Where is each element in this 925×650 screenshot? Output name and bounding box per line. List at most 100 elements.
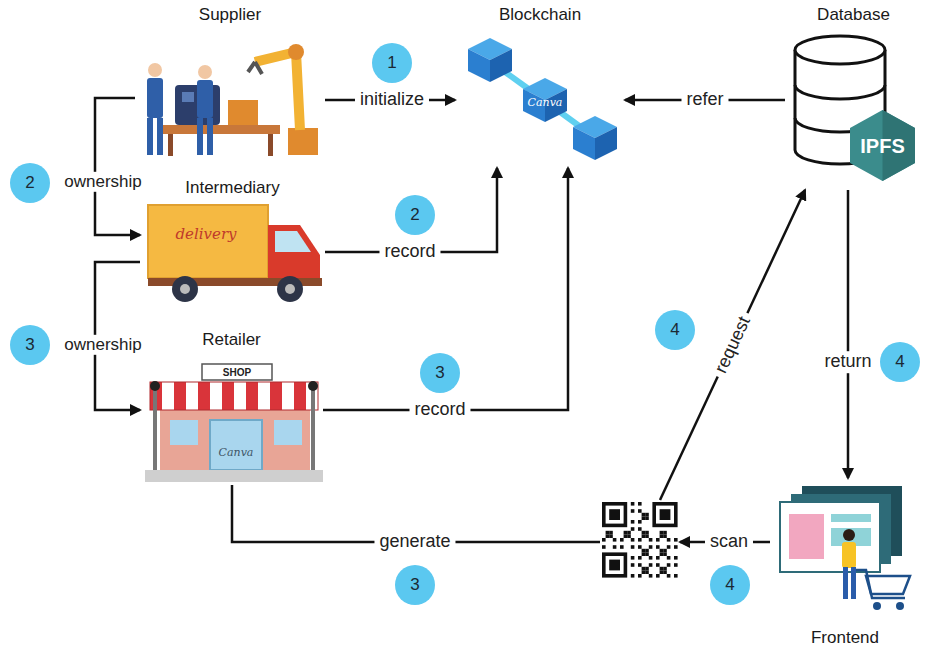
factory-illustration-part (157, 118, 163, 155)
frontend-illustration-part (780, 502, 880, 572)
qr-module (663, 567, 667, 571)
shop-illustration (145, 364, 323, 482)
qr-module (631, 509, 635, 513)
callout-number: 3 (420, 353, 460, 393)
qr-module (631, 538, 635, 542)
qr-module (631, 520, 635, 524)
qr-module (645, 513, 649, 517)
qr-module (638, 563, 642, 567)
factory-illustration-part (207, 118, 213, 155)
factory-illustration-part (160, 125, 280, 134)
factory-illustration-part (148, 63, 162, 77)
qr-module (638, 520, 642, 524)
edge-label: record (409, 399, 470, 421)
factory-illustration (147, 44, 318, 156)
watermark: Canva (528, 96, 563, 109)
qr-module (631, 574, 635, 578)
connector-arrow (325, 168, 497, 252)
callout-number: 2 (395, 195, 435, 235)
callout-number: 3 (395, 565, 435, 605)
connector-arrow (95, 98, 140, 235)
qr-module (642, 570, 646, 574)
qr-module (674, 574, 678, 578)
frontend-illustration-part (851, 567, 856, 599)
edge-label: generate (374, 531, 455, 553)
edge-label: ownership (59, 335, 147, 355)
qr-module (674, 545, 678, 549)
qr-module (674, 563, 678, 567)
supplier-node: Supplier (135, 5, 325, 160)
qr-module (660, 531, 664, 535)
frontend-illustration-part (873, 602, 881, 610)
qr-module (652, 502, 677, 527)
qr-module (602, 538, 606, 542)
shop-illustration-part (202, 364, 272, 380)
qr-module (663, 549, 667, 553)
qr-module (645, 570, 649, 574)
qr-module (638, 574, 642, 578)
callout-number: 3 (10, 325, 50, 365)
qr-module (609, 534, 613, 538)
qr-module (645, 531, 649, 535)
shop-illustration-part (274, 420, 302, 445)
qr-module (602, 545, 606, 549)
shop-illustration-part (153, 388, 157, 470)
truck-illustration (148, 205, 322, 302)
factory-illustration-part (288, 44, 304, 60)
blockchain-node: Blockchain (455, 5, 625, 168)
qr-module (645, 567, 649, 571)
factory-illustration-part (182, 92, 194, 102)
database-cylinder-part (795, 36, 885, 64)
blockchain-cubes-part (468, 49, 490, 82)
blockchain-cubes-part (573, 127, 595, 160)
qr-module (620, 545, 624, 549)
edge-label: refer (681, 89, 728, 111)
qr-module (660, 549, 664, 553)
qr-module (624, 534, 628, 538)
frontend-node: Frontend (770, 478, 920, 648)
shop-illustration-part (160, 405, 310, 472)
qr-module (606, 534, 610, 538)
edge-label: record (379, 241, 440, 263)
qr-module (638, 556, 642, 560)
callout-number: 4 (655, 310, 695, 350)
factory-illustration-part (268, 134, 273, 156)
qr-module (620, 538, 624, 542)
qr-module (667, 538, 671, 542)
qr-module (649, 563, 653, 567)
qr-module (642, 567, 646, 571)
truck-illustration-part (275, 231, 311, 252)
qr-module (609, 531, 613, 535)
database-cylinder-part (795, 85, 885, 99)
shop-illustration-part (170, 420, 198, 445)
shop-sign-text: SHOP (223, 367, 251, 378)
watermark: Canva (219, 446, 254, 459)
node-heading: Intermediary (185, 178, 279, 198)
qr-module (631, 527, 635, 531)
qr-module (663, 552, 667, 556)
qr-module (642, 531, 646, 535)
qr-module (602, 502, 678, 578)
qr-module (627, 531, 631, 535)
hexagon-face (850, 110, 915, 181)
qr-code-drawing (602, 502, 678, 578)
qr-module (660, 570, 664, 574)
factory-illustration-part (198, 65, 212, 79)
edge-label: request (708, 309, 757, 382)
qr-module (613, 545, 617, 549)
edge-label: return (819, 351, 876, 373)
qr-module (660, 567, 664, 571)
qr-module (631, 556, 635, 560)
qr-module (638, 545, 642, 549)
frontend-illustration-part (842, 542, 856, 568)
qr-module (667, 563, 671, 567)
factory-illustration-part (168, 134, 173, 156)
truck-illustration-part (148, 205, 268, 278)
ipfs-hexagon: IPFS (845, 108, 920, 183)
frontend-illustration-part (843, 529, 855, 541)
qr-module (642, 513, 646, 517)
qr-module (638, 509, 642, 513)
blockchain-cubes-part (490, 49, 512, 82)
qr-module (602, 502, 627, 527)
edge-label: scan (705, 531, 753, 553)
